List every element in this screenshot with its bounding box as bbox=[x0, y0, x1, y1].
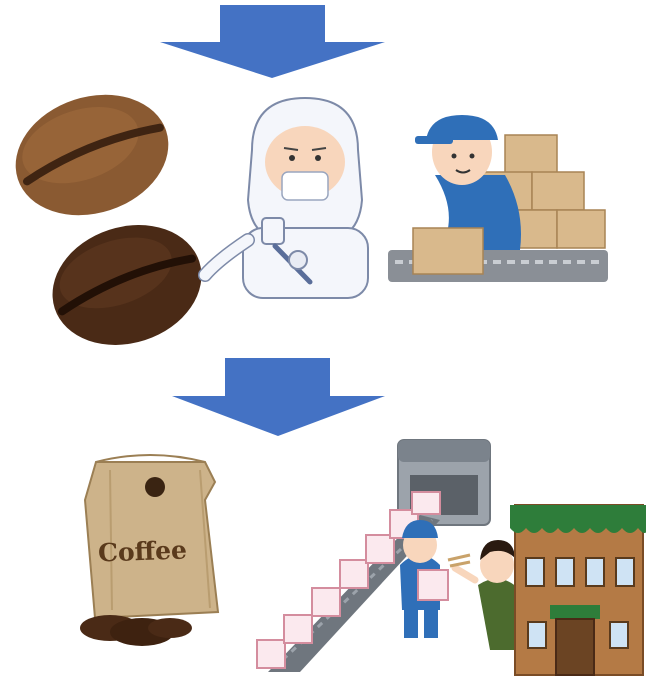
cafe-building-icon bbox=[510, 505, 646, 675]
coffee-bean-icon bbox=[0, 76, 184, 235]
warehouse-worker-icon bbox=[388, 115, 608, 282]
factory-conveyor-icon bbox=[257, 440, 525, 672]
coffee-bag-label: Coffee bbox=[98, 535, 188, 567]
inspection-worker-icon bbox=[205, 98, 368, 298]
down-arrow-icon bbox=[160, 5, 385, 78]
down-arrow-icon bbox=[172, 358, 385, 436]
coffee-bean-icon bbox=[37, 206, 217, 363]
